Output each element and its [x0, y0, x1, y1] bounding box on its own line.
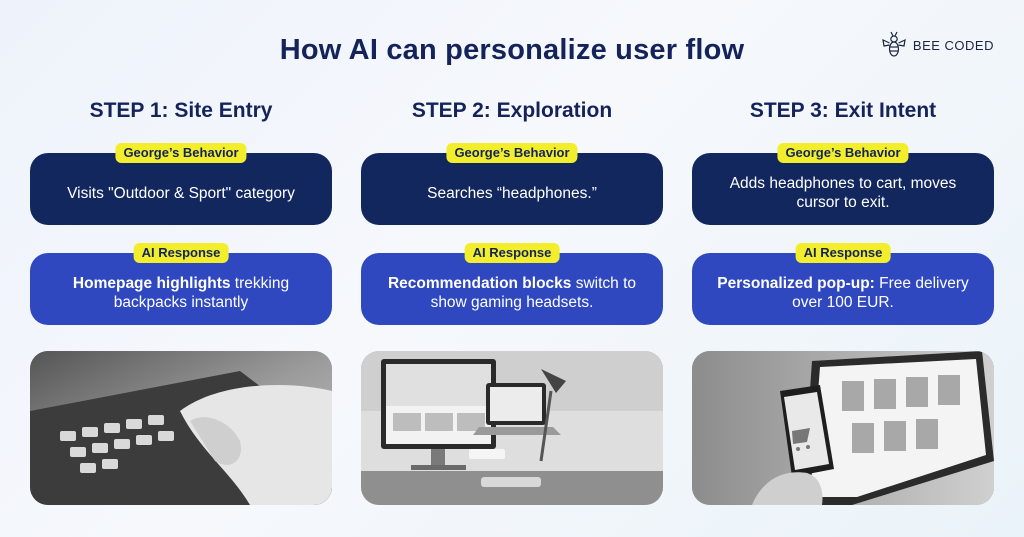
response-badge: AI Response: [795, 243, 891, 263]
response-text-wrap: Recommendation blocks switch to show gam…: [381, 274, 643, 312]
response-text: trekking backpacks instantly: [113, 275, 290, 311]
response-text-wrap: Personalized pop-up: Free delivery over …: [712, 274, 974, 312]
step-title: STEP 3: Exit Intent: [749, 99, 937, 122]
response-badge: AI Response: [133, 243, 229, 263]
response-text: Free delivery over 100 EUR.: [792, 275, 969, 311]
phone-and-tablet-shopping-photo: [692, 351, 994, 505]
typing-on-laptop-photo: [30, 351, 332, 505]
behavior-badge: George’s Behavior: [446, 143, 578, 163]
behavior-text: Searches “headphones.”: [427, 184, 597, 202]
response-card: AI Response Personalized pop-up: Free de…: [692, 243, 994, 325]
response-bold: Recommendation blocks: [387, 275, 572, 292]
behavior-badge: George’s Behavior: [115, 143, 247, 163]
step-title: STEP 2: Exploration: [411, 99, 613, 122]
page-title: How AI can personalize user flow: [279, 34, 745, 66]
step-title: STEP 1: Site Entry: [89, 99, 273, 122]
response-card: AI Response Recommendation blocks switch…: [361, 243, 663, 325]
behavior-card: George’s Behavior Visits "Outdoor & Spor…: [30, 143, 332, 225]
behavior-card: George’s Behavior Adds headphones to car…: [692, 143, 994, 225]
logo-text: BEE CODED: [912, 37, 994, 53]
response-bold: Personalized pop-up:: [717, 275, 875, 292]
behavior-text: Visits "Outdoor & Sport" category: [67, 184, 295, 202]
bee-icon: [882, 31, 906, 57]
response-badge: AI Response: [464, 243, 560, 263]
behavior-badge: George’s Behavior: [777, 143, 909, 163]
response-text-wrap: Homepage highlights trekking backpacks i…: [50, 274, 312, 312]
bee-coded-logo[interactable]: BEE CODED: [881, 30, 994, 60]
desktop-and-laptop-photo: [361, 351, 663, 505]
behavior-card: George’s Behavior Searches “headphones.”: [361, 143, 663, 225]
response-text: switch to show gaming headsets.: [430, 275, 637, 311]
response-bold: Homepage highlights: [72, 275, 231, 292]
response-card: AI Response Homepage highlights trekking…: [30, 243, 332, 325]
behavior-text: Adds headphones to cart, moves cursor to…: [729, 175, 957, 211]
